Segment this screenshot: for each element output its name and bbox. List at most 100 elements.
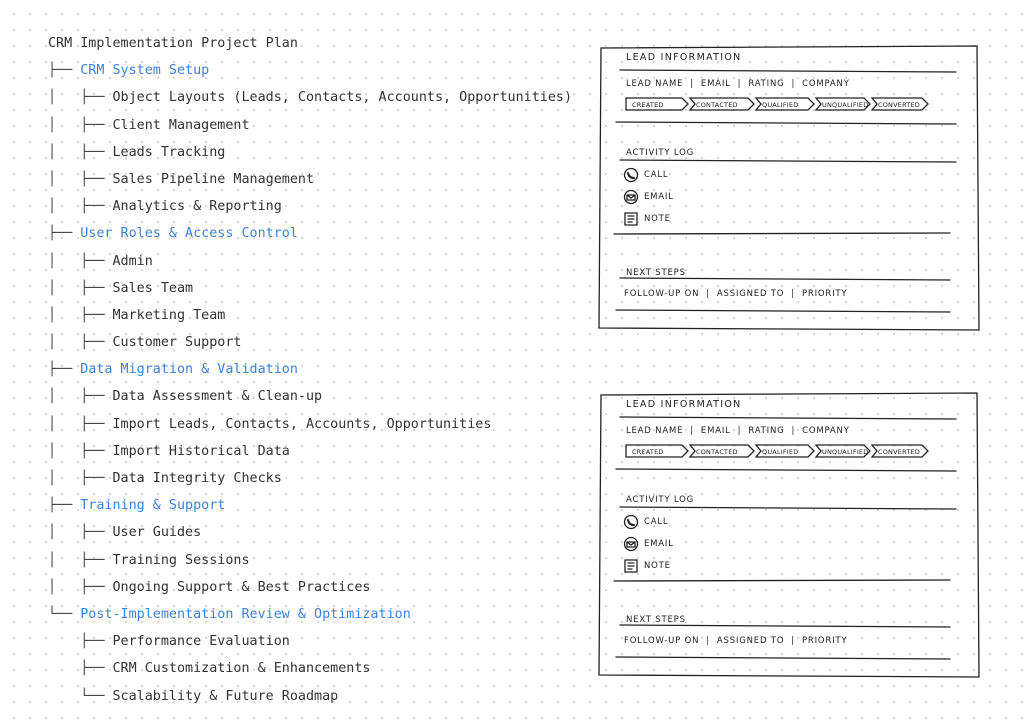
mail-icon [623, 189, 639, 205]
note-icon [624, 559, 638, 573]
stage-chevron [688, 444, 755, 458]
tree-item: │ ├── Sales Pipeline Management [48, 166, 572, 193]
tree-connector: │ ├── [48, 335, 113, 351]
stage-converted: CONVERTED [878, 448, 920, 456]
tree-item-label: User Guides [112, 525, 202, 541]
lead-sketch-card-2: LEAD INFORMATION LEAD NAME | EMAIL | RATI… [598, 391, 980, 681]
tree-section-label: User Roles & Access Control [80, 226, 298, 242]
sketch-lines [598, 45, 980, 331]
tree-item-label: Import Historical Data [112, 443, 290, 459]
stage-chevron [754, 444, 815, 458]
tree-connector: │ ├── [48, 471, 113, 486]
stage-chevron [754, 97, 815, 111]
next-section-divider [615, 656, 951, 660]
stage-chevron [814, 97, 871, 111]
tree-item: │ ├── Client Management [48, 112, 572, 139]
tree-connector: │ ├── [48, 90, 113, 106]
tree-connector: ├── [48, 226, 81, 242]
next-steps-fields: FOLLOW-UP ON | ASSIGNED TO | PRIORITY [624, 636, 848, 646]
tree-connector: │ ├── [48, 253, 113, 269]
stage-contacted: CONTACTED [696, 101, 738, 109]
tree-item: │ ├── Data Integrity Checks [48, 465, 572, 492]
tree-item: ├── Performance Evaluation [48, 628, 572, 655]
tree-connector: ├── [48, 634, 113, 650]
lead-title-underline [619, 416, 957, 420]
tree-connector: │ ├── [48, 525, 113, 541]
next-steps-title: NEXT STEPS [626, 615, 686, 625]
activity-section-divider [613, 579, 951, 582]
tree-item: │ ├── Marketing Team [48, 302, 572, 329]
tree-item-label: Import Leads, Contacts, Accounts, Opport… [112, 416, 492, 432]
tree-item-label: Marketing Team [112, 307, 226, 323]
lead-info-title: LEAD INFORMATION [626, 52, 742, 63]
pipeline-stages-outline [625, 97, 929, 111]
tree-item-label: Data Integrity Checks [112, 471, 282, 486]
tree-item: │ ├── Admin [48, 248, 572, 275]
tree-item: └── Scalability & Future Roadmap [48, 683, 572, 710]
lead-fields-row: LEAD NAME | EMAIL | RATING | COMPANY [626, 426, 850, 436]
tree-item: │ ├── Customer Support [48, 329, 572, 356]
card-frame [598, 392, 980, 678]
tree-connector: │ ├── [48, 416, 113, 432]
tree-connector: │ ├── [48, 307, 113, 323]
stage-chevron [625, 444, 689, 458]
pipeline-stages-outline [625, 444, 929, 458]
tree-section: ├── CRM System Setup [48, 57, 572, 84]
tree-item-label: Scalability & Future Roadmap [112, 688, 339, 704]
activity-email: EMAIL [644, 192, 674, 202]
tree-lines: ├── CRM System Setup│ ├── Object Layouts… [48, 57, 572, 710]
stage-unqualified: UNQUALIFIED [822, 101, 869, 109]
next-title-underline [619, 624, 951, 628]
activity-call: CALL [644, 170, 669, 180]
tree-section-label: Data Migration & Validation [80, 362, 298, 378]
activity-title-underline [619, 506, 957, 510]
tree-item: │ ├── Object Layouts (Leads, Contacts, A… [48, 84, 572, 111]
tree-connector: │ ├── [48, 144, 113, 160]
note-icon [624, 212, 638, 226]
stage-converted: CONVERTED [878, 101, 920, 109]
activity-note: NOTE [644, 561, 671, 571]
tree-item: ├── CRM Customization & Enhancements [48, 655, 572, 682]
stage-qualified: QUALIFIED [762, 448, 799, 456]
tree-section-label: CRM System Setup [80, 63, 210, 79]
next-section-divider [615, 309, 951, 313]
stage-qualified: QUALIFIED [762, 101, 799, 109]
activity-note: NOTE [644, 214, 671, 224]
tree-connector: │ ├── [48, 579, 113, 595]
tree-item-label: Client Management [112, 117, 250, 133]
tree-item: │ ├── Import Historical Data [48, 438, 572, 465]
tree-section: └── Post-Implementation Review & Optimiz… [48, 601, 572, 628]
next-steps-title: NEXT STEPS [626, 268, 686, 278]
tree-item-label: Sales Pipeline Management [112, 171, 315, 187]
lead-info-title: LEAD INFORMATION [626, 399, 742, 410]
phone-icon [623, 514, 639, 530]
tree-connector: │ ├── [48, 389, 113, 405]
lead-section-divider [615, 468, 957, 472]
tree-connector: ├── [48, 498, 81, 514]
tree-item: │ ├── Training Sessions [48, 547, 572, 574]
tree-connector: │ ├── [48, 199, 113, 215]
project-plan-tree: CRM Implementation Project Plan ├── CRM … [48, 30, 572, 710]
stage-contacted: CONTACTED [696, 448, 738, 456]
tree-item-label: Analytics & Reporting [112, 199, 282, 215]
tree-section: ├── Data Migration & Validation [48, 356, 572, 383]
tree-item-label: Admin [112, 253, 153, 269]
card-frame [598, 45, 980, 331]
activity-email: EMAIL [644, 539, 674, 549]
tree-item-label: Sales Team [112, 280, 194, 296]
lead-title-underline [619, 69, 957, 73]
tree-item-label: Leads Tracking [112, 144, 226, 160]
tree-section: ├── Training & Support [48, 492, 572, 519]
tree-root-label: CRM Implementation Project Plan [48, 36, 298, 51]
lead-section-divider [615, 121, 957, 125]
tree-connector: ├── [48, 362, 81, 378]
tree-item-label: Training Sessions [112, 552, 250, 568]
stage-chevron [625, 97, 689, 111]
tree-section-label: Training & Support [80, 498, 226, 514]
tree-item: │ ├── Analytics & Reporting [48, 193, 572, 220]
tree-connector: │ ├── [48, 443, 113, 459]
tree-item: │ ├── Import Leads, Contacts, Accounts, … [48, 411, 572, 438]
activity-section-divider [613, 232, 951, 235]
sketch-lines [598, 392, 980, 678]
lead-fields-row: LEAD NAME | EMAIL | RATING | COMPANY [626, 79, 850, 89]
